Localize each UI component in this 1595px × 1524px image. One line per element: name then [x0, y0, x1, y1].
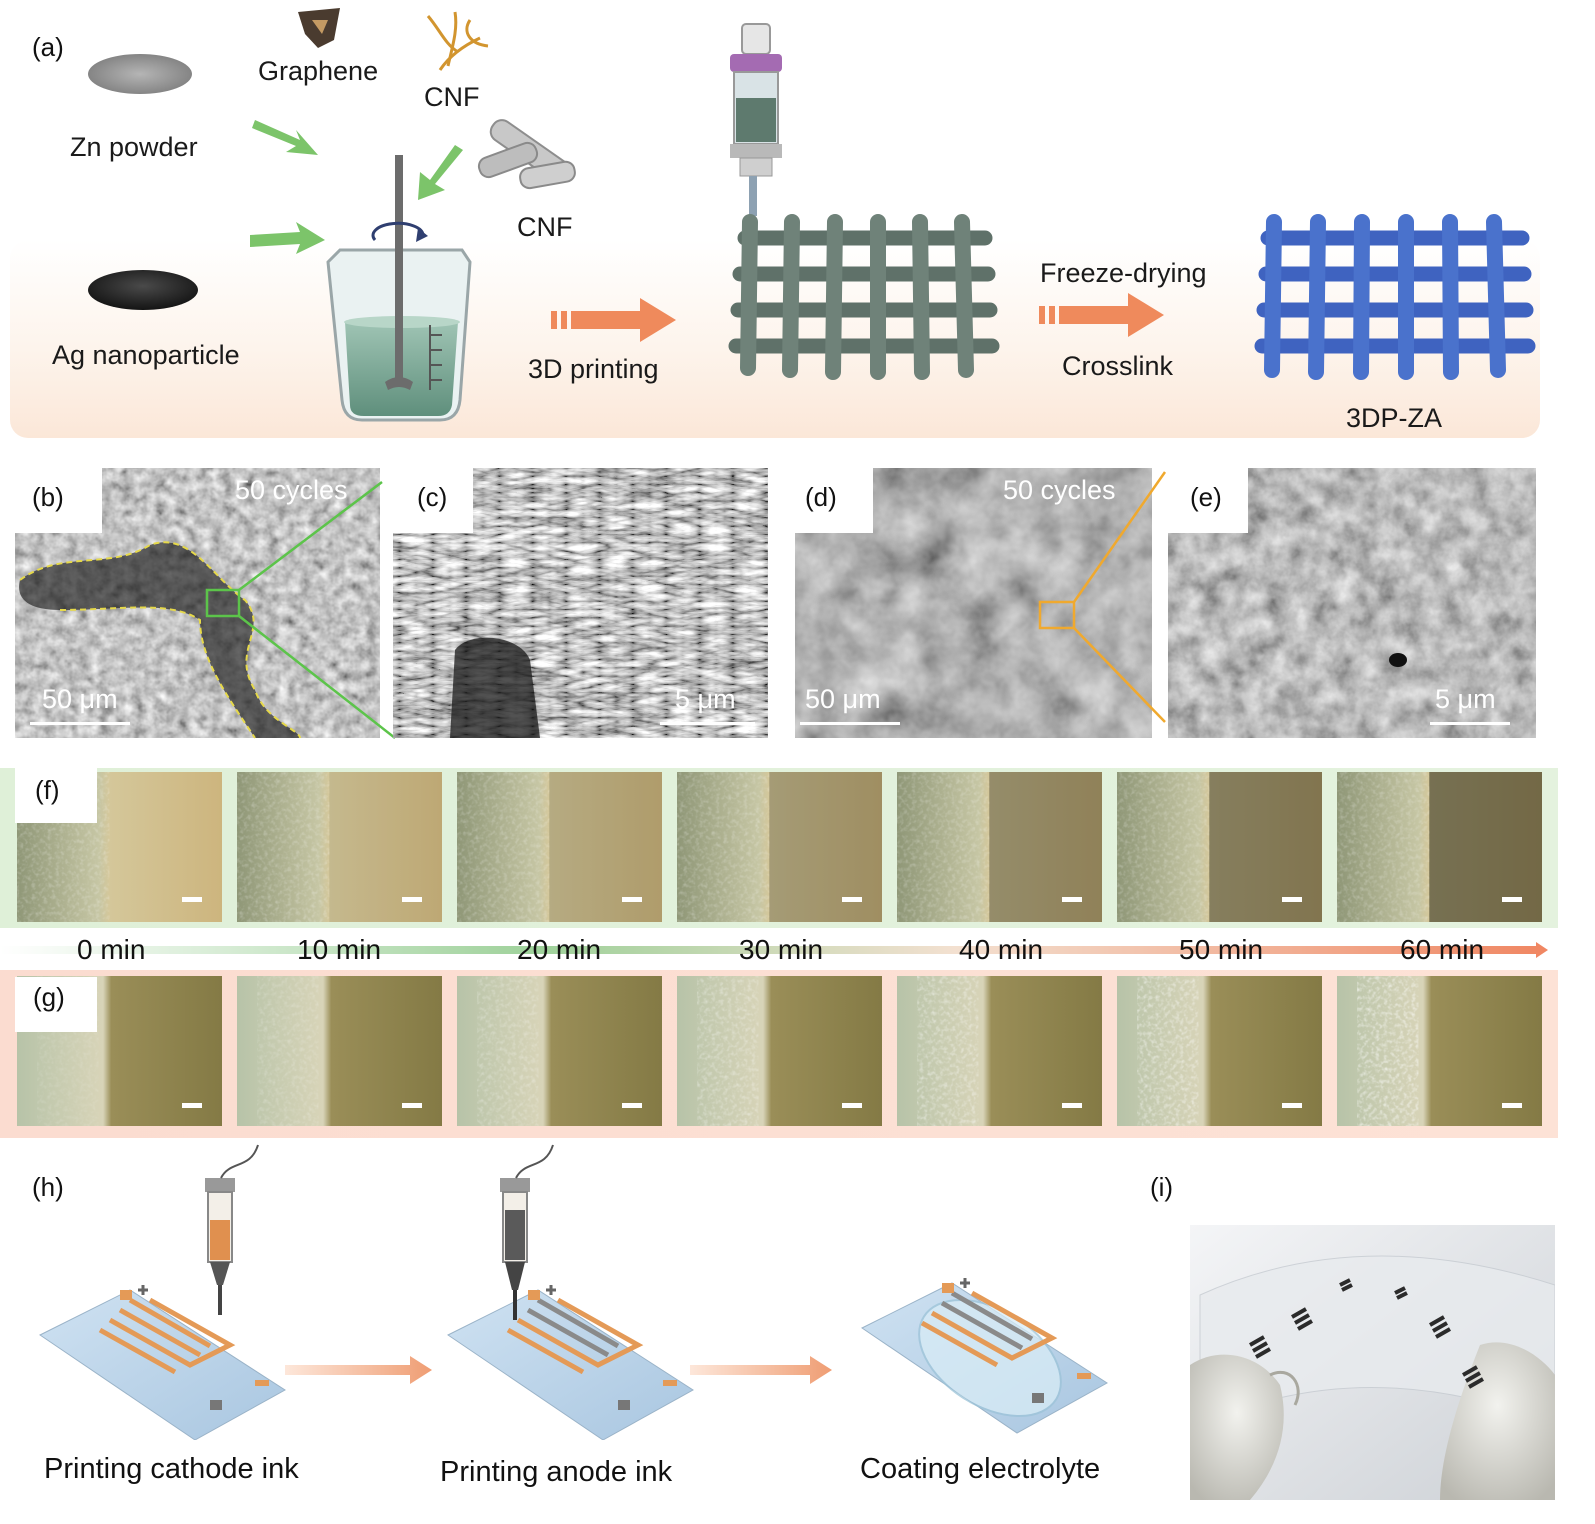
optical-time-series [0, 768, 1558, 1138]
device-cathode [39, 1144, 286, 1440]
panel-c-letter: (c) [417, 482, 448, 512]
graphene-label: Graphene [258, 56, 379, 86]
time-label-5: 50 min [1179, 934, 1264, 965]
f-scale-bar-4 [1062, 897, 1082, 902]
time-label-1: 10 min [297, 934, 382, 965]
zoom-box-b [205, 588, 241, 618]
g-scale-bar-4 [1062, 1103, 1082, 1108]
zn-powder-label: Zn powder [70, 132, 198, 162]
arrow-freeze-drying [1039, 293, 1164, 337]
panel-i-photo [1190, 1225, 1555, 1500]
panel-a-figure [10, 8, 1540, 438]
f-scale-bar-1 [402, 897, 422, 902]
f-scale-bar-2 [622, 897, 642, 902]
print-nozzle [730, 23, 782, 216]
panel-i-letter: (i) [1150, 1172, 1174, 1202]
time-label-6: 60 min [1400, 934, 1485, 965]
cycles-label-d: 50 cycles [1003, 475, 1116, 505]
freeze-drying-label: Freeze-drying [1040, 258, 1207, 288]
beaker [326, 155, 472, 422]
time-axis-arrowhead [1536, 942, 1548, 958]
f-scale-bar-0 [182, 897, 202, 902]
ag-nanoparticle-pile [88, 270, 198, 310]
scale-bar-b [30, 722, 130, 725]
cycles-label-b: 50 cycles [235, 475, 348, 505]
f-scale-bar-3 [842, 897, 862, 902]
panel-e-letter: (e) [1190, 482, 1222, 512]
3dp-za-lattice-blue [1254, 214, 1536, 380]
crack-outline [19, 541, 301, 739]
g-image-row [17, 976, 1542, 1126]
scale-label-e: 5 μm [1435, 684, 1496, 714]
zoom-box-d [1038, 600, 1076, 630]
arrow-3d-printing [551, 298, 676, 342]
arrow-h1 [285, 1356, 432, 1384]
scale-label-d: 50 μm [805, 684, 881, 714]
panel-a-letter: (a) [32, 32, 64, 62]
f-image-row [17, 772, 1542, 922]
panel-d-letter: (d) [805, 482, 837, 512]
g-scale-bar-5 [1282, 1103, 1302, 1108]
zn-powder-pile [88, 54, 192, 94]
scale-bar-c [660, 722, 755, 725]
3d-printing-label: 3D printing [528, 354, 659, 384]
time-label-3: 30 min [739, 934, 824, 965]
panel-h-letter: (h) [32, 1172, 64, 1202]
g-scale-bar-0 [182, 1103, 202, 1108]
crosslink-label: Crosslink [1062, 351, 1174, 381]
f-scale-bar-5 [1282, 897, 1302, 902]
f-scale-bar-6 [1502, 897, 1522, 902]
cnf-label-tube: CNF [517, 212, 573, 242]
cnf-label-top: CNF [424, 82, 480, 112]
scale-bar-e [1430, 722, 1510, 725]
cnf-tube-icon [477, 119, 576, 190]
stirrer-rod [395, 155, 403, 385]
g-scale-bar-1 [402, 1103, 422, 1108]
panel-h-figure [39, 1144, 1108, 1440]
scale-label-c: 5 μm [675, 684, 736, 714]
time-axis-bar [0, 946, 1540, 954]
step-electrolyte-label: Coating electrolyte [860, 1453, 1101, 1485]
time-label-2: 20 min [517, 934, 602, 965]
stir-arrow-icon [371, 221, 425, 241]
panel-f-letter: (f) [35, 775, 60, 805]
ag-nanoparticle-label: Ag nanoparticle [52, 340, 240, 370]
printed-lattice-gray [728, 214, 1000, 380]
3dp-za-label: 3DP-ZA [1346, 403, 1443, 433]
device-electrolyte [861, 1278, 1108, 1434]
step-anode-label: Printing anode ink [440, 1456, 673, 1488]
time-label-4: 40 min [959, 934, 1044, 965]
time-label-0: 0 min [77, 934, 146, 965]
scale-bar-d [800, 722, 900, 725]
cnf-fiber-icon [426, 11, 489, 71]
green-arrows [250, 120, 463, 254]
step-cathode-label: Printing cathode ink [44, 1453, 299, 1485]
scale-label-b: 50 μm [42, 684, 118, 714]
arrow-h2 [690, 1356, 832, 1384]
device-anode [447, 1144, 694, 1440]
printed-battery-patterns [1249, 1278, 1484, 1389]
g-scale-bar-2 [622, 1103, 642, 1108]
panel-b-letter: (b) [32, 482, 64, 512]
g-scale-bar-6 [1502, 1103, 1522, 1108]
g-scale-bar-3 [842, 1103, 862, 1108]
panel-g-letter: (g) [33, 982, 65, 1012]
